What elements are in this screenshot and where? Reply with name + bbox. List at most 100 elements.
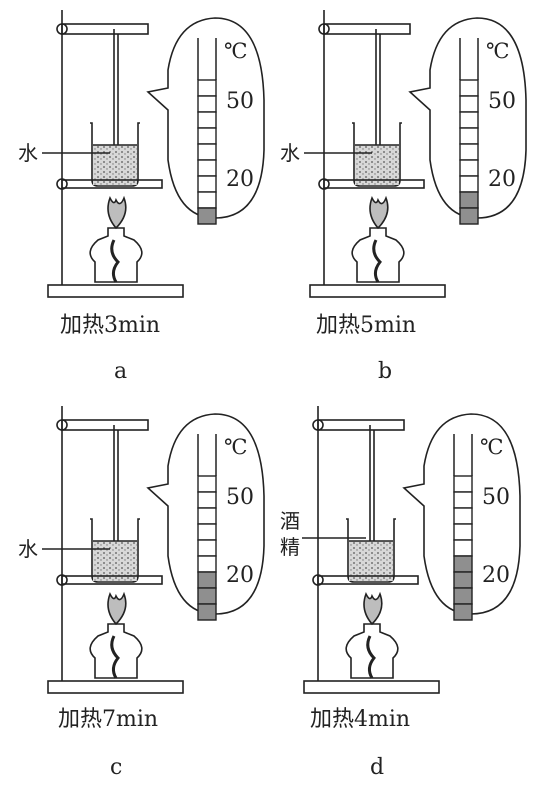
- panel-letter: c: [110, 755, 122, 780]
- thermometer-scale: [197, 434, 217, 621]
- thermometer-scale: [197, 38, 217, 225]
- scale-segment-empty: [459, 175, 479, 193]
- lamp-body: [351, 227, 405, 283]
- ring-support: [323, 179, 425, 189]
- flame: [107, 591, 127, 626]
- scale-segment-empty: [197, 95, 217, 113]
- unit-label: ℃: [224, 435, 248, 459]
- flame: [107, 195, 127, 230]
- liquid-callout: 酒 精: [280, 509, 366, 559]
- scale-segment-empty: [197, 491, 217, 509]
- thermometer-tube: [197, 434, 217, 476]
- tick-label-low: 20: [226, 167, 254, 192]
- scale-segment-empty: [453, 523, 473, 541]
- scale-segment-filled: [459, 191, 479, 209]
- wick: [110, 635, 121, 679]
- scale-segment-filled: [453, 571, 473, 589]
- liquid-callout: 水: [18, 537, 110, 561]
- scale-segment-empty: [197, 475, 217, 493]
- unit-label: ℃: [224, 39, 248, 63]
- wick: [110, 239, 121, 283]
- wick: [366, 635, 377, 679]
- liquid: [355, 145, 399, 185]
- scale-segment-filled: [197, 571, 217, 589]
- callout-bubble: ℃ 50 20: [402, 413, 521, 621]
- beaker: [90, 518, 140, 583]
- panel-letter: d: [370, 755, 384, 780]
- scale-segment-empty: [453, 539, 473, 557]
- scale-segment-empty: [459, 159, 479, 177]
- clamp-knob: [56, 23, 68, 35]
- caption: 加热3min: [60, 313, 160, 338]
- scale-segment-empty: [459, 127, 479, 145]
- tick-label-high: 50: [488, 89, 516, 114]
- clamp-knob: [56, 419, 68, 431]
- panel-c: ℃ 50 20 水 加热7min c: [18, 406, 265, 780]
- scale-segment-empty: [459, 95, 479, 113]
- ring-support: [317, 575, 419, 585]
- scale-segment-filled: [197, 587, 217, 605]
- tick-label-low: 20: [226, 563, 254, 588]
- scale-segment-empty: [197, 79, 217, 97]
- liquid: [93, 145, 137, 185]
- wick: [372, 239, 383, 283]
- scale-segment-empty: [197, 159, 217, 177]
- thermometer-tube: [197, 38, 217, 80]
- apparatus: [47, 10, 184, 298]
- tick-label-low: 20: [488, 167, 516, 192]
- scale-segment-empty: [459, 111, 479, 129]
- liquid-label-line1: 酒: [280, 509, 300, 533]
- base-plate: [47, 284, 184, 298]
- base-plate: [47, 680, 184, 694]
- tick-label-high: 50: [482, 485, 510, 510]
- apparatus: [47, 406, 184, 694]
- clamp-arm: [323, 23, 411, 35]
- clamp-arm: [317, 419, 405, 431]
- clamp-knob: [318, 23, 330, 35]
- scale-segment-filled: [453, 603, 473, 621]
- liquid: [349, 541, 393, 581]
- caption: 加热4min: [310, 707, 410, 732]
- panel-letter: a: [114, 359, 127, 384]
- liquid-label-line2: 精: [280, 535, 300, 559]
- panel-b: ℃ 50 20 水 加热5min b: [280, 10, 527, 384]
- beaker: [346, 518, 396, 583]
- beaker: [352, 122, 402, 187]
- scale-segment-empty: [197, 143, 217, 161]
- thermometer-tube: [453, 434, 473, 476]
- base-plate: [309, 284, 446, 298]
- scale-segment-empty: [197, 191, 217, 209]
- tick-label-high: 50: [226, 485, 254, 510]
- scale-segment-filled: [197, 207, 217, 225]
- panel-d: ℃ 50 20 酒 精 加热4min d: [280, 406, 521, 780]
- scale-segment-empty: [197, 111, 217, 129]
- scale-segment-empty: [197, 523, 217, 541]
- scale-segment-filled: [453, 555, 473, 573]
- clamp-arm: [61, 23, 149, 35]
- liquid-label: 水: [18, 141, 38, 165]
- tick-label-high: 50: [226, 89, 254, 114]
- flame: [363, 591, 383, 626]
- scale-segment-empty: [197, 539, 217, 557]
- scale-segment-filled: [197, 603, 217, 621]
- thermometer-scale: [459, 38, 479, 225]
- scale-segment-empty: [459, 79, 479, 97]
- lamp-body: [89, 623, 143, 679]
- unit-label: ℃: [480, 435, 504, 459]
- caption: 加热5min: [316, 313, 416, 338]
- scale-segment-empty: [197, 555, 217, 573]
- ring-support: [61, 575, 163, 585]
- scale-segment-empty: [459, 143, 479, 161]
- caption: 加热7min: [58, 707, 158, 732]
- unit-label: ℃: [486, 39, 510, 63]
- scale-segment-empty: [197, 175, 217, 193]
- scale-segment-filled: [459, 207, 479, 225]
- liquid-callout: 水: [280, 141, 372, 165]
- callout-bubble: ℃ 50 20: [146, 17, 265, 225]
- scale-segment-empty: [453, 491, 473, 509]
- liquid-label: 水: [280, 141, 300, 165]
- scale-segment-empty: [197, 507, 217, 525]
- panel-a: ℃ 50 20 水 加热3min a: [18, 10, 265, 384]
- callout-bubble: ℃ 50 20: [146, 413, 265, 621]
- tick-label-low: 20: [482, 563, 510, 588]
